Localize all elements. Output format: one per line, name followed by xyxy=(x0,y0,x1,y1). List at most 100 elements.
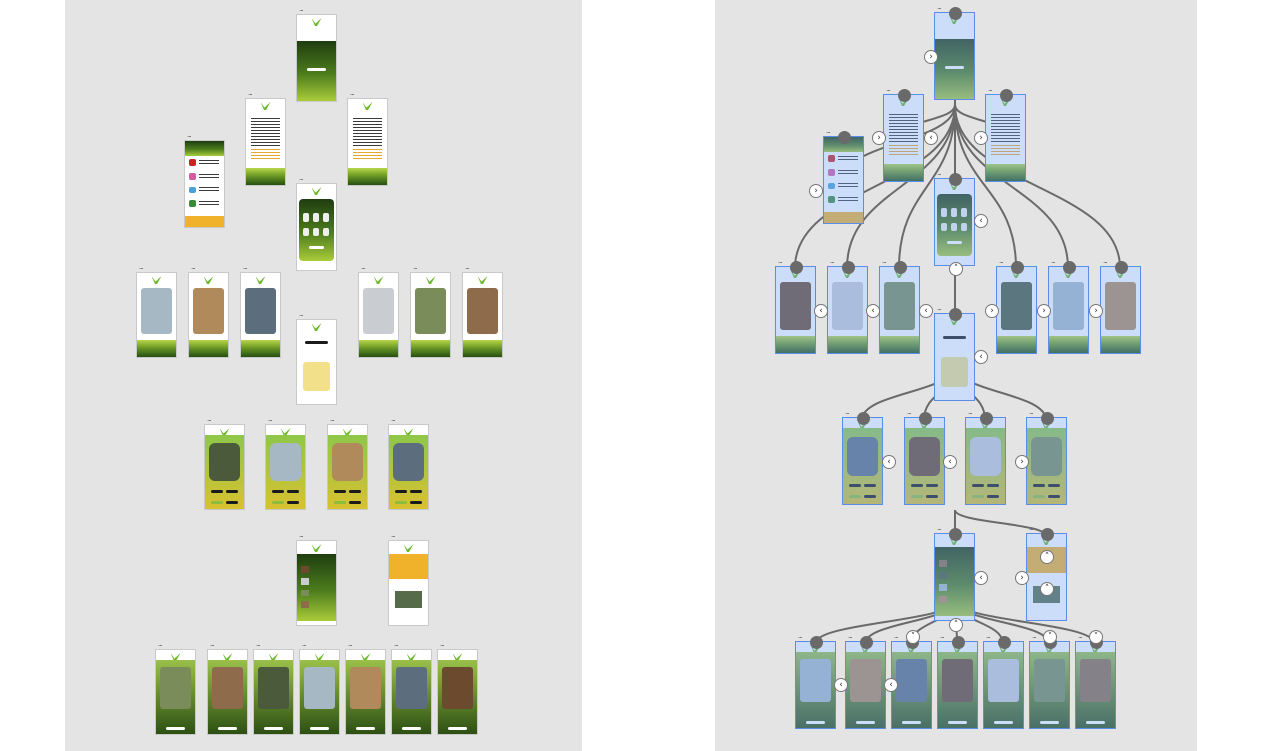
connection-node-icon[interactable] xyxy=(841,261,855,274)
screen-frame[interactable] xyxy=(935,13,974,99)
screen-frame[interactable] xyxy=(880,267,919,353)
selected-frame-overlay[interactable] xyxy=(1030,642,1069,728)
selected-frame-overlay[interactable] xyxy=(986,95,1025,181)
frame-options-icon[interactable]: ... xyxy=(830,257,835,265)
connection-node-icon[interactable] xyxy=(1062,261,1076,274)
selected-frame-overlay[interactable] xyxy=(824,137,863,223)
connection-node-icon[interactable] xyxy=(997,636,1011,649)
next-arrow-icon[interactable]: › xyxy=(872,131,886,145)
frame-options-icon[interactable]: ... xyxy=(1078,632,1083,640)
screen-frame[interactable] xyxy=(966,418,1005,504)
screen-frame[interactable] xyxy=(935,179,974,265)
selected-frame-overlay[interactable] xyxy=(1076,642,1115,728)
connection-node-icon[interactable] xyxy=(859,636,873,649)
frame-options-icon[interactable]: ... xyxy=(999,257,1004,265)
screen-frame[interactable] xyxy=(254,650,293,734)
prev-arrow-icon[interactable]: ‹ xyxy=(924,131,938,145)
connection-node-icon[interactable] xyxy=(809,636,823,649)
screen-frame[interactable] xyxy=(1049,267,1088,353)
screen-frame[interactable] xyxy=(348,99,387,185)
connection-node-icon[interactable] xyxy=(918,412,932,425)
frame-options-icon[interactable]: ... xyxy=(391,415,396,423)
connection-node-icon[interactable] xyxy=(948,173,962,186)
selected-frame-overlay[interactable] xyxy=(884,95,923,181)
screen-frame[interactable] xyxy=(463,273,502,357)
down-arrow-icon[interactable]: ˅ xyxy=(1043,630,1057,644)
screen-frame[interactable] xyxy=(846,642,885,728)
frame-options-icon[interactable]: ... xyxy=(907,408,912,416)
screen-frame[interactable] xyxy=(300,650,339,734)
screen-frame[interactable] xyxy=(346,650,385,734)
screen-frame[interactable] xyxy=(884,95,923,181)
screen-frame[interactable] xyxy=(246,99,285,185)
screen-frame[interactable] xyxy=(984,642,1023,728)
screen-frame[interactable] xyxy=(359,273,398,357)
frame-options-icon[interactable]: ... xyxy=(391,531,396,539)
screen-frame[interactable] xyxy=(938,642,977,728)
up-arrow-icon[interactable]: ˄ xyxy=(949,262,963,276)
connection-node-icon[interactable] xyxy=(948,7,962,20)
frame-options-icon[interactable]: ... xyxy=(937,524,942,532)
frame-options-icon[interactable]: ... xyxy=(268,415,273,423)
selected-frame-overlay[interactable] xyxy=(796,642,835,728)
selected-frame-overlay[interactable] xyxy=(892,642,931,728)
screen-frame[interactable] xyxy=(205,425,244,509)
selected-frame-overlay[interactable] xyxy=(1027,418,1066,504)
screen-frame[interactable] xyxy=(297,15,336,101)
selected-frame-overlay[interactable] xyxy=(935,314,974,400)
down-arrow-icon[interactable]: ˅ xyxy=(1089,630,1103,644)
frame-options-icon[interactable]: ... xyxy=(302,640,307,648)
frame-options-icon[interactable]: ... xyxy=(940,632,945,640)
frame-options-icon[interactable]: ... xyxy=(361,263,366,271)
next-arrow-icon[interactable]: › xyxy=(1089,304,1103,318)
frame-options-icon[interactable]: ... xyxy=(139,263,144,271)
frame-options-icon[interactable]: ... xyxy=(248,89,253,97)
screen-frame[interactable] xyxy=(1027,418,1066,504)
selected-frame-overlay[interactable] xyxy=(935,179,974,265)
frame-options-icon[interactable]: ... xyxy=(465,263,470,271)
prev-arrow-icon[interactable]: ‹ xyxy=(974,571,988,585)
frame-options-icon[interactable]: ... xyxy=(937,304,942,312)
frame-options-icon[interactable]: ... xyxy=(440,640,445,648)
frame-options-icon[interactable]: ... xyxy=(158,640,163,648)
frame-options-icon[interactable]: ... xyxy=(988,85,993,93)
selected-frame-overlay[interactable] xyxy=(880,267,919,353)
frame-options-icon[interactable]: ... xyxy=(350,89,355,97)
screen-frame[interactable] xyxy=(986,95,1025,181)
frame-options-icon[interactable]: ... xyxy=(894,632,899,640)
up-arrow-icon[interactable]: ˄ xyxy=(949,618,963,632)
selected-frame-overlay[interactable] xyxy=(1027,534,1066,620)
frame-options-icon[interactable]: ... xyxy=(413,263,418,271)
selected-frame-overlay[interactable] xyxy=(966,418,1005,504)
connection-node-icon[interactable] xyxy=(951,636,965,649)
screen-frame[interactable] xyxy=(905,418,944,504)
selected-frame-overlay[interactable] xyxy=(1049,267,1088,353)
frame-options-icon[interactable]: ... xyxy=(299,174,304,182)
next-arrow-icon[interactable]: › xyxy=(1015,455,1029,469)
frame-options-icon[interactable]: ... xyxy=(207,415,212,423)
selected-frame-overlay[interactable] xyxy=(843,418,882,504)
connection-node-icon[interactable] xyxy=(893,261,907,274)
connection-node-icon[interactable] xyxy=(789,261,803,274)
selected-frame-overlay[interactable] xyxy=(1101,267,1140,353)
frame-options-icon[interactable]: ... xyxy=(848,632,853,640)
connection-node-icon[interactable] xyxy=(948,308,962,321)
frame-options-icon[interactable]: ... xyxy=(778,257,783,265)
next-arrow-icon[interactable]: › xyxy=(1015,571,1029,585)
screen-frame[interactable] xyxy=(796,642,835,728)
screen-frame[interactable] xyxy=(997,267,1036,353)
up-arrow-icon[interactable]: ˄ xyxy=(1040,550,1054,564)
screen-frame[interactable] xyxy=(389,425,428,509)
selected-frame-overlay[interactable] xyxy=(938,642,977,728)
frame-options-icon[interactable]: ... xyxy=(937,169,942,177)
next-arrow-icon[interactable]: › xyxy=(1037,304,1051,318)
connection-node-icon[interactable] xyxy=(1040,412,1054,425)
frame-options-icon[interactable]: ... xyxy=(968,408,973,416)
frame-options-icon[interactable]: ... xyxy=(826,127,831,135)
frame-options-icon[interactable]: ... xyxy=(1029,524,1034,532)
screen-frame[interactable] xyxy=(156,650,195,734)
screen-frame[interactable] xyxy=(843,418,882,504)
screen-frame[interactable] xyxy=(297,184,336,270)
frame-options-icon[interactable]: ... xyxy=(1103,257,1108,265)
connection-node-icon[interactable] xyxy=(897,89,911,102)
